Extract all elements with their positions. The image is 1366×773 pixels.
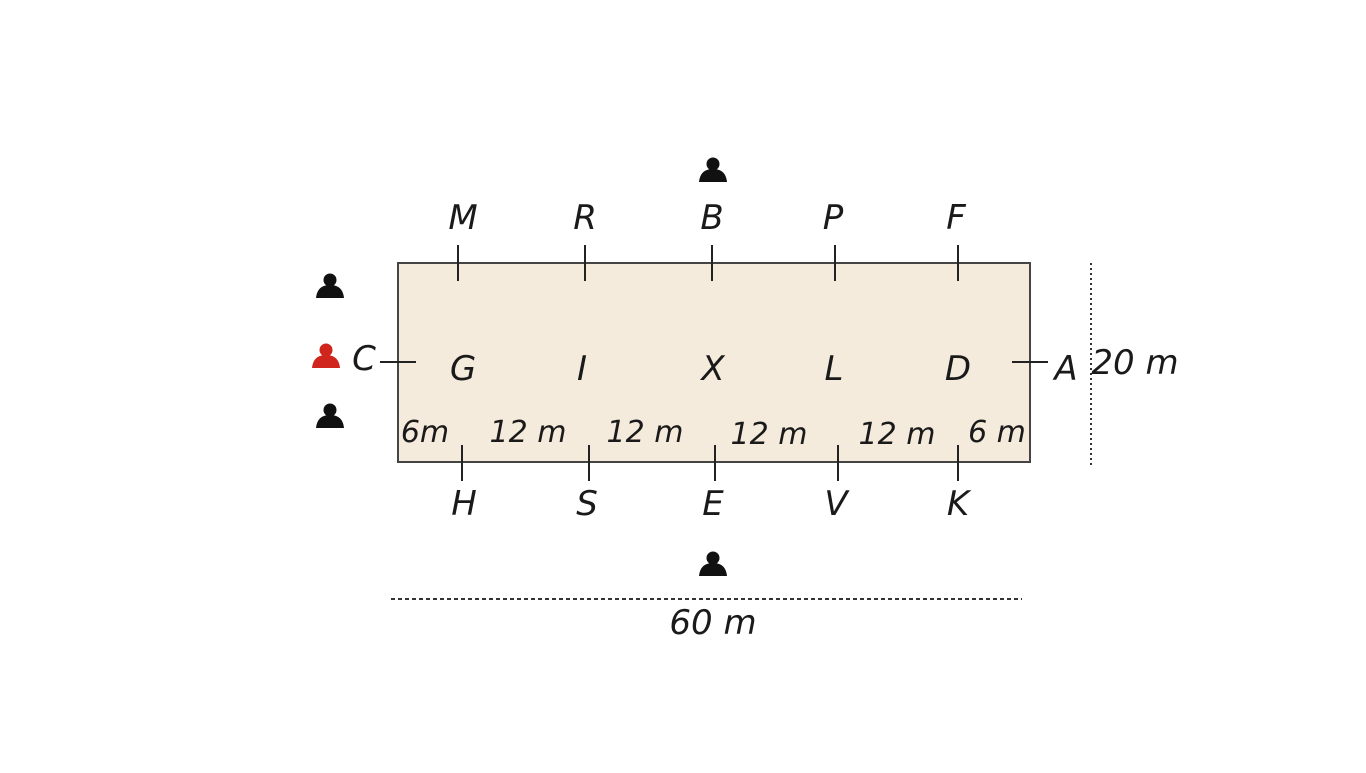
segment-label: 12 m: [607, 415, 684, 450]
person-icon: [699, 551, 727, 576]
person-icon: [699, 157, 727, 182]
person-icon: [316, 273, 344, 298]
marker-letter-h: H: [451, 484, 477, 524]
centerline-points: G I X L D: [450, 349, 971, 389]
marker-letter-v: V: [824, 484, 850, 524]
segment-labels: 6m 12 m 12 m 12 m 12 m 6 m: [401, 415, 1026, 452]
marker-letter-c: C: [352, 339, 376, 379]
bottom-markers: H S E V K: [451, 445, 972, 524]
marker-letter-s: S: [576, 484, 598, 524]
arena-rectangle: [397, 262, 1031, 463]
center-letter-i: I: [577, 349, 587, 389]
segment-label: 6m: [401, 415, 449, 450]
center-letter-l: L: [825, 349, 844, 389]
marker-letter-a: A: [1052, 349, 1077, 389]
person-icon: [312, 343, 340, 368]
short-end-markers: C A: [352, 339, 1078, 389]
marker-letter-f: F: [946, 198, 966, 238]
segment-label: 12 m: [859, 417, 936, 452]
width-label: 20 m: [1091, 343, 1178, 383]
person-icon: [316, 403, 344, 428]
length-label: 60 m: [669, 603, 756, 643]
marker-letter-r: R: [573, 198, 597, 238]
segment-label: 6 m: [968, 415, 1026, 450]
marker-letter-k: K: [947, 484, 972, 524]
marker-letter-m: M: [448, 198, 477, 238]
width-dimension: 20 m: [1090, 263, 1179, 465]
center-letter-x: X: [699, 349, 725, 389]
marker-letter-e: E: [702, 484, 724, 524]
top-markers: M R B P F: [448, 198, 966, 281]
marker-letter-p: P: [823, 198, 844, 238]
marker-letter-b: B: [700, 198, 723, 238]
segment-label: 12 m: [490, 415, 567, 450]
segment-label: 12 m: [731, 417, 808, 452]
length-dimension: 60 m: [391, 598, 1022, 643]
center-letter-g: G: [450, 349, 476, 389]
center-letter-d: D: [945, 349, 971, 389]
